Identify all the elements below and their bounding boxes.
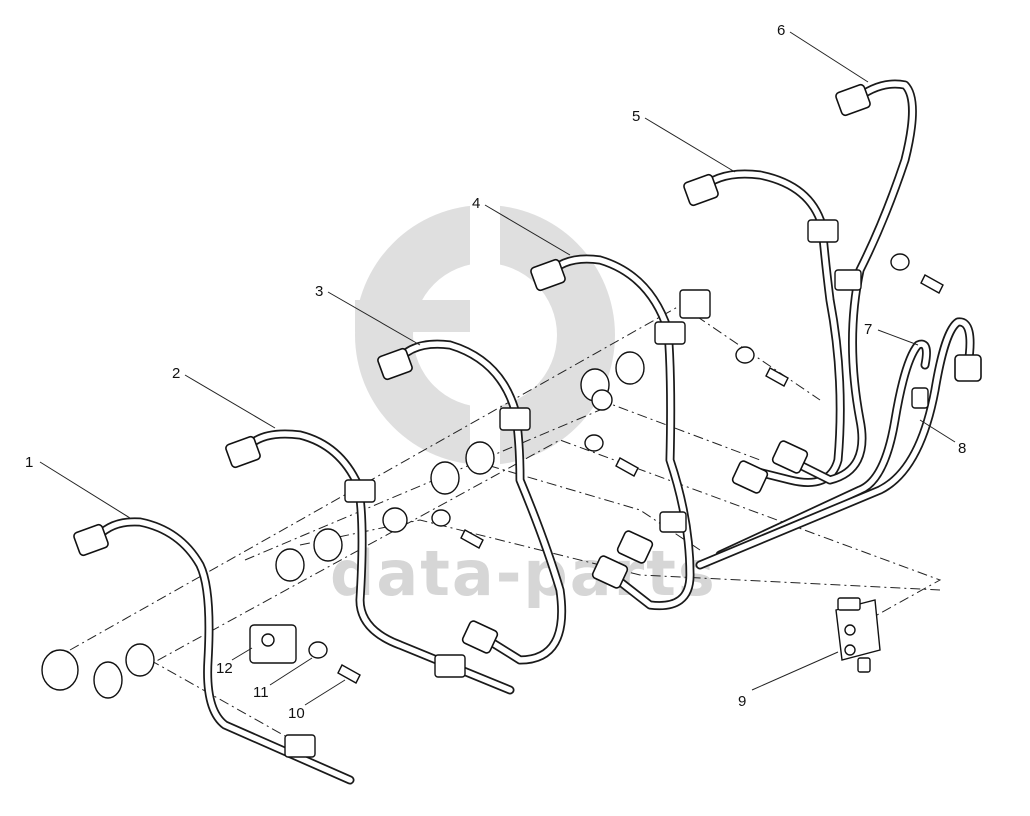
washers-and-bolts: [308, 253, 944, 684]
callout-2: 2: [172, 365, 180, 382]
injection-pipe-4: [543, 254, 695, 611]
watermark-logo: [355, 195, 615, 475]
callout-8: 8: [958, 440, 966, 457]
leader-lines: [39, 31, 956, 706]
callout-9: 9: [738, 693, 746, 710]
bracket-9: [835, 597, 881, 673]
callout-5: 5: [632, 108, 640, 125]
clamp-12: [249, 624, 297, 664]
callout-11: 11: [253, 684, 269, 701]
return-pipe-8: [695, 317, 975, 570]
injector-ports: [41, 289, 711, 699]
watermark-text: data-parts: [330, 537, 717, 610]
injection-pipe-5: [695, 169, 845, 487]
callout-4: 4: [472, 195, 480, 212]
return-pipe-7: [715, 339, 931, 560]
callout-labels: 1 2 3 4 5 6 7 8 9 10 11 12: [25, 22, 966, 722]
pipe-nuts: [73, 83, 982, 654]
callout-10: 10: [288, 705, 305, 722]
callout-6: 6: [777, 22, 785, 39]
injection-pipe-3: [390, 339, 567, 665]
callout-7: 7: [864, 321, 872, 338]
callout-12: 12: [216, 660, 233, 677]
pipe-clamps: [284, 219, 929, 758]
callout-1: 1: [25, 454, 33, 471]
callout-3: 3: [315, 283, 323, 300]
injection-pipe-1: [90, 517, 355, 785]
injection-pipe-6: [785, 79, 917, 485]
